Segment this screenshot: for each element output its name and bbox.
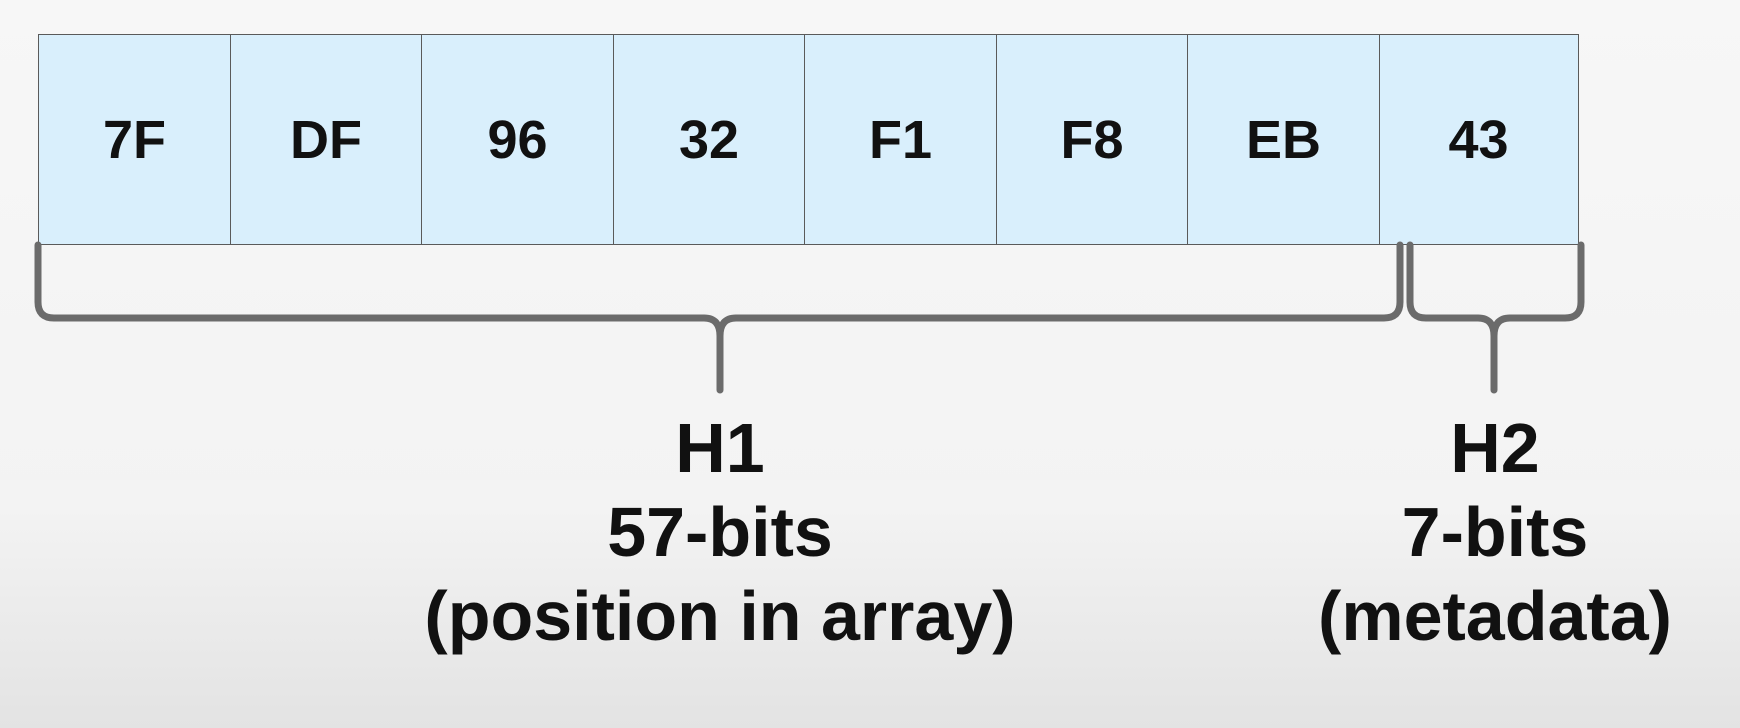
h1-description: (position in array) [424, 577, 1016, 655]
hash-byte-4: 32 [612, 34, 806, 245]
hash-byte-row: 7F DF 96 32 F1 F8 EB 43 [38, 34, 1582, 245]
hash-byte-3: 96 [421, 34, 614, 245]
hash-byte-7: EB [1187, 34, 1380, 245]
h1-brace [34, 241, 1404, 394]
hash-byte-2: DF [229, 34, 423, 245]
h2-label-group: H2 7-bits (metadata) [1250, 406, 1740, 658]
h2-title: H2 [1450, 409, 1540, 487]
h2-description: (metadata) [1318, 577, 1672, 655]
hash-byte-5: F1 [804, 34, 997, 245]
hash-byte-1: 7F [38, 34, 231, 245]
h1-bits: 57-bits [607, 493, 833, 571]
h1-title: H1 [675, 409, 765, 487]
hash-byte-6: F8 [995, 34, 1189, 245]
h2-brace [1406, 241, 1585, 394]
h2-bits: 7-bits [1401, 493, 1589, 571]
h1-label-group: H1 57-bits (position in array) [320, 406, 1120, 658]
hash-byte-8: 43 [1378, 34, 1579, 245]
